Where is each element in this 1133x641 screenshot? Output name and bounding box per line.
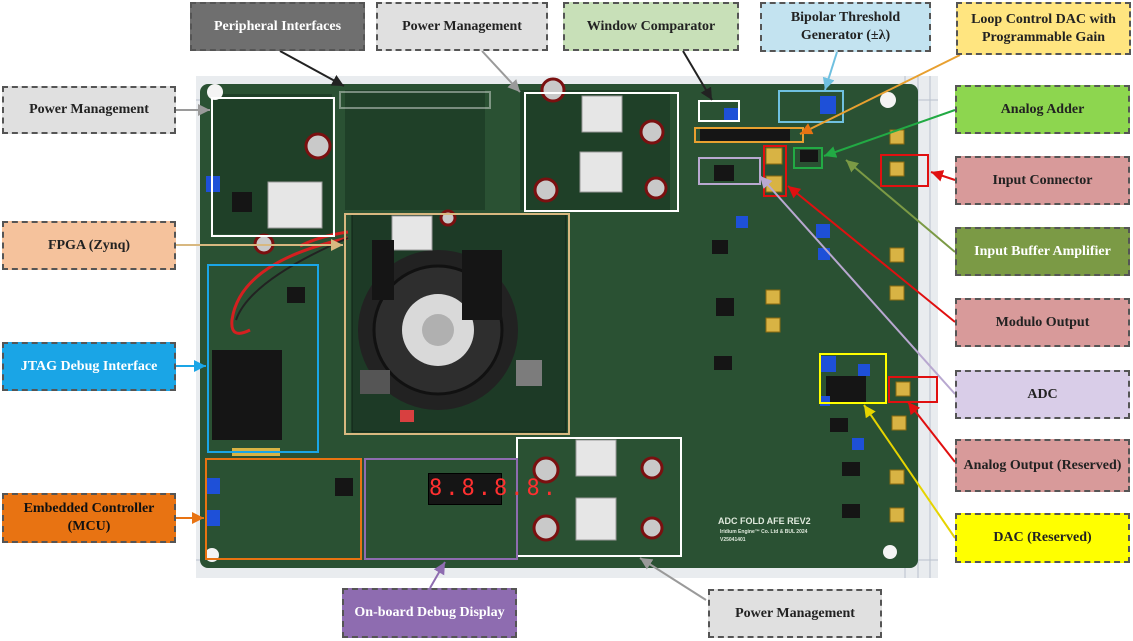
arrow-power-top <box>481 50 521 93</box>
label-power-management-left: Power Management <box>2 86 176 134</box>
label-window-comparator: Window Comparator <box>563 2 739 51</box>
arrow-debug-display <box>429 561 446 589</box>
board-serial: V25041401 <box>720 537 746 543</box>
region-adder <box>793 147 823 169</box>
arrow-threshold <box>822 51 838 91</box>
region-window-comparator <box>698 100 740 122</box>
region-loop-dac <box>694 127 804 143</box>
label-adc: ADC <box>955 370 1130 419</box>
arrow-adc <box>759 175 956 395</box>
label-fpga: FPGA (Zynq) <box>2 221 176 270</box>
label-power-management-bottom: Power Management <box>708 589 882 638</box>
region-dac <box>819 353 887 404</box>
region-jtag <box>207 264 319 453</box>
label-embedded-controller: Embedded Controller (MCU) <box>2 493 176 543</box>
arrow-dac <box>863 404 956 539</box>
region-power-left <box>211 97 335 237</box>
label-power-management-top: Power Management <box>376 2 548 51</box>
label-loop-control-dac: Loop Control DAC with Programmable Gain <box>956 2 1131 55</box>
label-analog-adder: Analog Adder <box>955 85 1130 134</box>
label-modulo-output: Modulo Output <box>955 298 1130 347</box>
region-modulo <box>763 145 787 197</box>
board-maker: Iridium Engine™ Co. Ltd & BUL 2024 <box>720 529 808 535</box>
arrow-peripheral <box>279 50 345 87</box>
arrow-power-bottom <box>639 557 707 601</box>
arrow-window <box>682 50 713 101</box>
seven-segment-display: 8.8.8.8. <box>428 473 556 505</box>
region-power-top <box>524 92 679 212</box>
arrow-input-buffer <box>845 159 956 253</box>
region-adc <box>698 157 761 185</box>
arrow-adder <box>823 109 956 158</box>
label-analog-output: Analog Output (Reserved) <box>955 439 1130 492</box>
region-threshold <box>778 90 844 123</box>
region-fpga <box>344 213 570 435</box>
label-input-buffer: Input Buffer Amplifier <box>955 227 1130 276</box>
label-jtag: JTAG Debug Interface <box>2 342 176 391</box>
arrow-input-connector <box>930 170 956 182</box>
region-mcu <box>205 458 362 560</box>
board-name: ADC FOLD AFE REV2 <box>718 516 811 526</box>
label-bipolar-threshold: Bipolar Threshold Generator (±λ) <box>760 2 931 52</box>
region-input-connector <box>880 154 929 187</box>
region-debug-display <box>364 458 518 560</box>
label-input-connector: Input Connector <box>955 156 1130 205</box>
label-peripheral-interfaces: Peripheral Interfaces <box>190 2 365 51</box>
label-debug-display: On-board Debug Display <box>342 588 517 638</box>
arrow-analog-output <box>907 401 956 463</box>
board-photo <box>196 76 938 578</box>
arrow-modulo <box>787 185 956 323</box>
label-dac: DAC (Reserved) <box>955 513 1130 563</box>
region-peripheral <box>339 91 491 109</box>
arrow-loop-dac <box>799 54 961 135</box>
